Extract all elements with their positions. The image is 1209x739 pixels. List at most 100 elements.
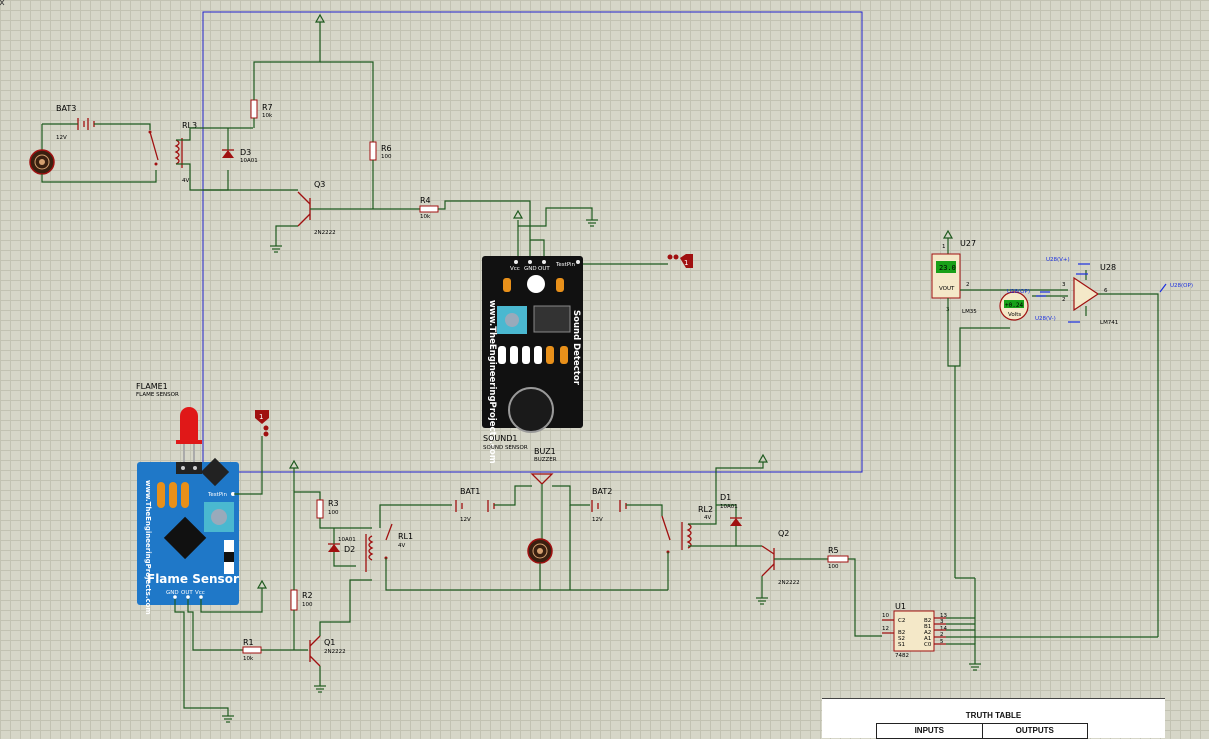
buz1-buzzer[interactable]: BUZ1 BUZZER [530,447,557,485]
r7-ref: R7 [262,103,273,112]
bat3-battery[interactable]: BAT3 12V [56,104,95,141]
sound-brand-text: www.TheEngineeringProjects.com [487,300,497,464]
q2-transistor[interactable]: Q2 2N2222 [761,529,800,586]
ground-icon [586,219,598,227]
u1-pin-a2: A2 [924,630,931,636]
motor-icon[interactable] [29,149,55,175]
r6-resistor[interactable]: R6 100 [369,141,392,161]
truth-table-title: TRUTH TABLE [965,711,1022,720]
sheet-border [202,11,863,473]
u1-ic-7482[interactable]: U1 7482 10 C2 12 B2 S2 S1 13 B2 3 B1 14 … [882,602,947,659]
d3-value: 10A01 [240,158,258,164]
q3-value: 2N2222 [314,230,336,236]
flame1-value: FLAME SENSOR [136,392,179,398]
bat1-value: 12V [460,517,471,523]
bat2-battery[interactable]: BAT2 12V [591,487,627,523]
d1-value: 10A01 [720,504,738,510]
u1-pin-12: 12 [882,626,889,632]
q1-transistor[interactable]: Q1 2N2222 [309,635,346,667]
flame-brand-text: www.TheEngineeringProjects.com [144,480,152,615]
u1-pin-10: 10 [882,613,889,619]
sound1-value: SOUND SENSOR [483,445,528,451]
r2-ref: R2 [302,591,313,600]
motor-icon[interactable] [527,538,553,564]
r7-value: 10k [262,113,273,119]
u1-pin-b2-l: B2 [898,630,905,636]
r2-resistor[interactable]: R2 100 [290,589,313,611]
q3-transistor[interactable]: Q3 2N2222 [297,180,336,236]
u27-vout-label: VOUT [939,286,955,292]
d2-diode[interactable]: 10A01 D2 [328,537,356,554]
probe-op-left: U28(OP) [1007,289,1030,295]
flame-led-icon [176,407,202,464]
flame-pin-gnd: GND [166,590,179,596]
u28-ref: U28 [1100,263,1116,272]
u1-pin-a1: A1 [924,636,931,642]
r4-resistor[interactable]: R4 10k [419,196,439,220]
d1-diode[interactable]: D1 10A01 [720,493,742,526]
vcc-arrow-icon [314,13,326,23]
d2-ref: D2 [344,545,355,554]
flame-marker-label: 1 [259,413,263,421]
truth-table-outputs: OUTPUTS [981,724,1088,738]
bat1-ref: BAT1 [460,487,480,496]
q2-ref: Q2 [778,529,789,538]
u28-lm741-opamp[interactable]: U28 LM741 3 2 6 U28(V+) U28(V-) U28(OP) … [1007,257,1193,326]
u1-pin-5: 5 [940,639,944,645]
sound-pin-vcc: Vcc [510,266,520,272]
flame-output-marker[interactable]: 1 [255,410,269,437]
rl1-ref: RL1 [398,532,413,541]
u1-pin-s2: S2 [898,636,905,642]
rl2-relay[interactable]: RL2 4V [661,505,713,554]
r3-resistor[interactable]: R3 100 [316,499,339,519]
u1-ref: U1 [895,602,906,611]
q1-value: 2N2222 [324,649,346,655]
bat3-circuit: BAT3 12V RL3 4V D3 10A01 [29,13,668,265]
r6-ref: R6 [381,144,392,153]
rl2-value: 4V [704,515,711,521]
probe-v-plus: U28(V+) [1046,257,1070,263]
vcc-arrow-icon [757,453,769,463]
rl3-relay[interactable]: RL3 4V [148,121,198,184]
origin-mark-icon [0,0,5,6]
flame-testpin-label: TestPin [207,492,228,498]
r1-resistor[interactable]: R1 10k [242,638,262,662]
truth-table: TRUTH TABLE INPUTS OUTPUTS [822,698,1165,739]
u28-pin-3: 3 [1062,282,1066,288]
rl3-ref: RL3 [182,121,197,130]
u27-lm35-sensor[interactable]: 23.0 VOUT U27 LM35 1 2 3 [931,239,977,315]
u27-display: 23.0 [939,264,956,272]
bat2-value: 12V [592,517,603,523]
r1-ref: R1 [243,638,254,647]
flame-sensor-module[interactable]: TestPin GND OUT Vcc www.TheEngineeringPr… [137,457,239,615]
sound-sensor-module[interactable]: Vcc GND OUT TestPin www.TheEngineeringPr… [482,256,583,464]
bat1-battery[interactable]: BAT1 12V [455,487,495,523]
buz1-ref: BUZ1 [534,447,556,456]
ground-icon [314,685,326,693]
r3-value: 100 [328,510,339,516]
ground-icon [222,715,234,723]
voltmeter-instrument[interactable]: +0.24 Volts [999,291,1029,321]
u1-pin-c0: C0 [924,642,932,648]
u27-pin-1: 1 [942,244,946,250]
voltmeter-display: +0.24 [1005,302,1023,309]
d1-ref: D1 [720,493,731,502]
rl3-value: 4V [182,178,189,184]
u27-pin-2: 2 [966,282,970,288]
r7-resistor[interactable]: R7 10k [250,99,273,119]
flame-title-text: Flame Sensor [147,572,239,586]
r5-resistor[interactable]: R5 100 [827,546,849,570]
d3-diode[interactable]: D3 10A01 [222,148,258,164]
probe-v-minus: U28(V-) [1035,316,1056,322]
ground-icon [756,597,768,605]
sound-output-marker[interactable]: 1 [667,254,694,268]
u1-pin-s1: S1 [898,642,905,648]
rl1-value: 4V [398,543,405,549]
vcc-arrow-icon [288,459,300,469]
ground-icon [969,663,981,671]
q2-value: 2N2222 [778,580,800,586]
u1-pin-c2: C2 [898,618,905,624]
u1-pin-b2: B2 [924,618,931,624]
rl1-relay[interactable]: RL1 4V [365,523,413,572]
